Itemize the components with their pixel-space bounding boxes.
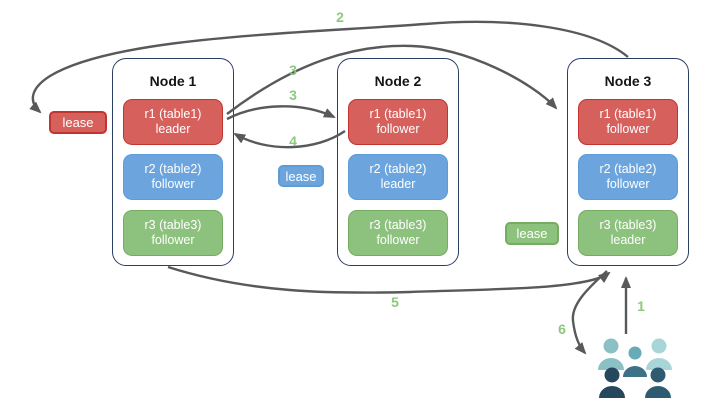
replica-range: r2 (table2) [599,161,657,176]
node-2: Node 2 r1 (table1) follower r2 (table2) … [337,58,459,266]
replica-range: r2 (table2) [144,161,202,176]
node1-replica-r1: r1 (table1) leader [123,99,223,145]
node3-replica-r3: r3 (table3) leader [578,210,678,256]
node2-replica-r1: r1 (table1) follower [348,99,448,145]
replica-range: r3 (table3) [369,217,427,232]
arrow-step-3-replicate-to-node2 [226,105,336,121]
node-3: Node 3 r1 (table1) follower r2 (table2) … [567,58,689,266]
replica-range: r1 (table1) [369,106,427,121]
node-1: Node 1 r1 (table1) leader r2 (table2) fo… [112,58,234,266]
replica-range: r2 (table2) [369,161,427,176]
node1-replica-r3: r3 (table3) follower [123,210,223,256]
step-label-3b: 3 [289,87,297,103]
node2-replica-r2: r2 (table2) leader [348,154,448,200]
replica-role: follower [376,122,420,136]
arrow-step-5-forward [167,265,611,294]
node-3-title: Node 3 [604,73,652,89]
arrow-step-6-response [571,270,608,355]
node3-replica-r2: r2 (table2) follower [578,154,678,200]
replica-role: leader [610,233,646,247]
node3-replica-r1: r1 (table1) follower [578,99,678,145]
replica-role: leader [155,122,191,136]
replica-role: follower [151,233,195,247]
replica-role: follower [376,233,420,247]
step-label-2: 2 [336,9,344,25]
step-label-3a: 3 [289,62,297,78]
replica-role: follower [151,177,195,191]
step-label-4: 4 [289,133,297,149]
step-label-5: 5 [391,294,399,310]
replica-range: r3 (table3) [144,217,202,232]
users-group-icon [598,338,672,398]
lease-badge-r1: lease [49,111,107,134]
node-2-title: Node 2 [374,73,422,89]
node1-replica-r2: r2 (table2) follower [123,154,223,200]
lease-badge-r3: lease [505,222,559,245]
lease-badge-r2: lease [278,165,324,187]
replica-role: follower [606,177,650,191]
replica-range: r1 (table1) [144,106,202,121]
replica-range: r3 (table3) [599,217,657,232]
replica-role: leader [380,177,416,191]
replica-role: follower [606,122,650,136]
node2-replica-r3: r3 (table3) follower [348,210,448,256]
node-1-title: Node 1 [149,73,197,89]
replica-range: r1 (table1) [599,106,657,121]
step-label-6: 6 [558,321,566,337]
step-label-1: 1 [637,298,645,314]
